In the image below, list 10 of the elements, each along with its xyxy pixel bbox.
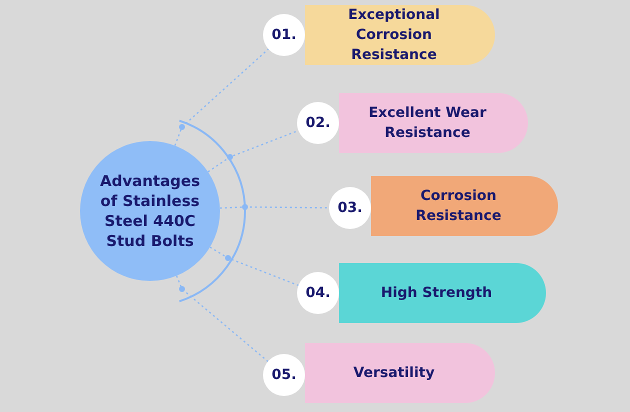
dotted-connector bbox=[208, 130, 299, 172]
advantage-pill: Versatility bbox=[305, 343, 495, 403]
advantage-pill: Exceptional Corrosion Resistance bbox=[305, 5, 495, 65]
advantage-pill: High Strength bbox=[339, 263, 546, 323]
dotted-connector bbox=[210, 246, 299, 286]
dotted-connector bbox=[176, 276, 268, 362]
dotted-connector bbox=[174, 48, 269, 146]
advantage-pill: Excellent Wear Resistance bbox=[339, 93, 528, 153]
advantage-pill: Corrosion Resistance bbox=[371, 176, 558, 236]
dotted-connector bbox=[220, 206, 329, 209]
